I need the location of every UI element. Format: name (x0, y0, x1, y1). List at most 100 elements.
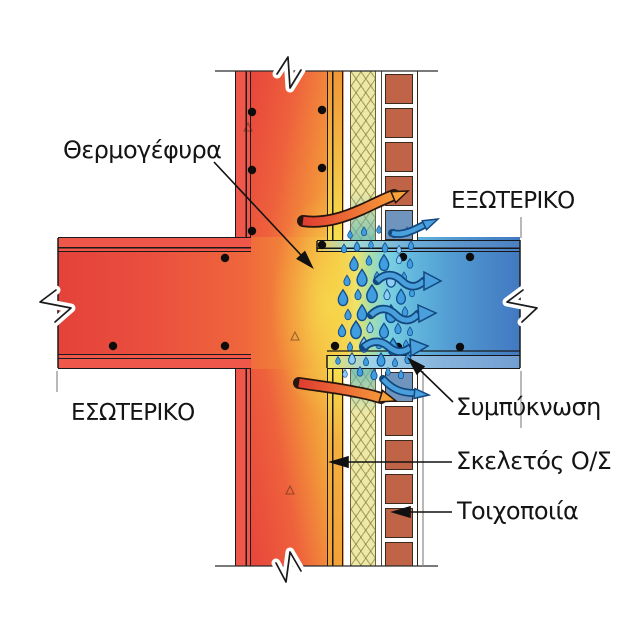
rebar-dot-icon (455, 342, 465, 352)
droplet-icon (365, 255, 373, 266)
droplet-icon (344, 308, 352, 321)
droplet-icon (381, 242, 389, 253)
vapor-arrow-icon (388, 217, 441, 238)
droplet-icon (383, 288, 391, 301)
droplet-icon (376, 352, 386, 367)
render-band-exterior-lower (327, 369, 343, 566)
droplet-icon (392, 357, 398, 368)
leader-arrow-icon (328, 455, 452, 469)
interior-label: ΕΣΩΤΕΡΙΚΟ (71, 400, 195, 426)
vapor-arrow-icon (372, 270, 443, 292)
render-band-exterior-upper (327, 71, 343, 240)
droplet-icon (347, 230, 353, 239)
rebar-dot-icon (247, 226, 257, 236)
vapor-arrows (359, 217, 443, 400)
droplet-icon (349, 256, 359, 272)
leader-arrow-icon (407, 357, 454, 403)
plaster-band-interior-lower (235, 369, 251, 566)
droplet-icon (378, 322, 390, 339)
brick-wall-upper (381, 71, 418, 240)
beam-edge-band-top-right (317, 240, 520, 252)
droplet-icon (347, 341, 353, 352)
vapor-arrow-icon (379, 375, 432, 400)
droplet-icon (376, 225, 382, 234)
droplet-icon (401, 306, 409, 317)
droplet-icon (366, 321, 374, 334)
droplet-icon (396, 245, 402, 254)
plaster-band-beam-bottom (58, 354, 251, 369)
droplet-icon (342, 369, 348, 378)
break-mark-icon (271, 547, 306, 587)
droplet-icon (356, 268, 368, 287)
droplet-icon (343, 274, 351, 287)
condensation-label: Συμπύκνωση (456, 393, 601, 421)
droplet-icon (335, 356, 341, 365)
brick (385, 542, 413, 566)
rebar-dot-icon (220, 253, 230, 263)
droplet-icon (406, 258, 414, 269)
aggregate-marks (243, 121, 300, 495)
insulation-layer-lower (350, 369, 376, 566)
condensation-droplets (335, 225, 415, 381)
brick (385, 142, 413, 172)
brick (385, 74, 413, 104)
break-mark-icon (35, 285, 76, 327)
vapor-arrow-icon (359, 337, 430, 358)
brick (385, 474, 413, 504)
masonry-label: Τοιχοποιία (457, 497, 579, 525)
brick (385, 440, 413, 470)
droplet-icon (356, 304, 368, 322)
droplet-icon (408, 240, 414, 251)
beam-edges (57, 238, 521, 368)
droplet-icon (368, 240, 374, 249)
droplet-icon (348, 352, 356, 365)
droplet-icon (398, 369, 404, 380)
rebar-dot-icon (108, 341, 118, 351)
droplet-icon (395, 288, 407, 305)
droplet-icon (378, 254, 390, 272)
brick (385, 406, 413, 436)
droplet-icon (363, 356, 369, 367)
droplet-icon (370, 368, 378, 381)
droplet-icon (353, 241, 361, 252)
rebar-dot-icon (220, 341, 230, 351)
rebar-dot-icon (317, 163, 327, 173)
rebar-dot-icon (465, 252, 475, 262)
section-cut-lines (215, 70, 438, 567)
exterior-label: ΕΞΩΤΕΡΙΚΟ (451, 188, 575, 214)
heat-flow-arrow-icon (297, 189, 410, 228)
rebar-dot-icon (317, 105, 327, 115)
droplet-icon (354, 288, 362, 301)
droplet-icon (341, 243, 347, 254)
break-marks (35, 52, 542, 587)
leader-arrows (213, 161, 454, 519)
droplet-icon (356, 366, 364, 377)
leader-arrow-icon (213, 161, 314, 269)
droplet-icon (407, 326, 413, 337)
droplet-icon (350, 320, 362, 340)
rebar-dot-icon (247, 165, 257, 175)
rebar-dot-icon (330, 341, 340, 351)
air-gap-upper-inner (344, 71, 350, 240)
brick (385, 108, 413, 138)
concrete-skeleton-label: Σκελετός Ο/Σ (456, 447, 612, 475)
droplet-icon (337, 323, 347, 338)
leader-arrow-icon (390, 505, 452, 519)
rebar-dot-icon (317, 240, 327, 250)
droplet-icon (337, 289, 349, 307)
air-gap-lower-outer (376, 369, 381, 566)
vapor-arrow-icon (366, 303, 438, 325)
plaster-band-interior-upper (235, 71, 251, 237)
plaster-band-beam-top (58, 237, 251, 252)
droplet-icon (394, 322, 402, 335)
break-mark-icon (272, 52, 306, 93)
break-mark-icon (502, 285, 542, 327)
heat-flow-arrows (293, 189, 410, 404)
thermal-bridge-label: Θερμογέφυρα (63, 136, 222, 164)
beam-edge-band-bottom-right (327, 355, 520, 369)
heat-flow-arrow-icon (293, 377, 399, 404)
rebar-dot-icon (247, 107, 257, 117)
droplet-icon (361, 226, 367, 237)
